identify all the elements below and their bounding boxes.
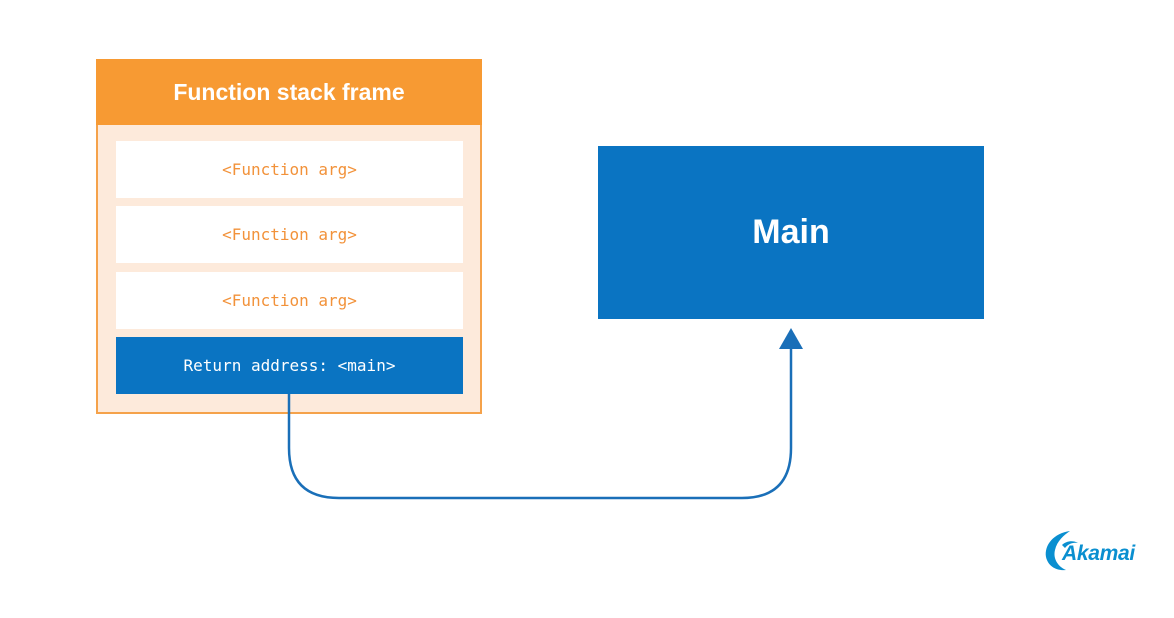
function-arg-slot-3: <Function arg> (116, 272, 463, 329)
akamai-logo-text: Akamai (1062, 542, 1135, 565)
stack-frame-title: Function stack frame (96, 59, 482, 125)
akamai-logo: Akamai (1040, 528, 1150, 574)
akamai-wave-icon (1045, 531, 1078, 571)
function-stack-frame: Function stack frame <Function arg> <Fun… (96, 59, 482, 414)
arrowhead (779, 328, 803, 349)
main-box: Main (598, 146, 984, 319)
function-arg-slot-1: <Function arg> (116, 141, 463, 198)
connector-line (287, 347, 793, 500)
function-arg-slot-2: <Function arg> (116, 206, 463, 263)
return-address-slot: Return address: <main> (116, 337, 463, 394)
